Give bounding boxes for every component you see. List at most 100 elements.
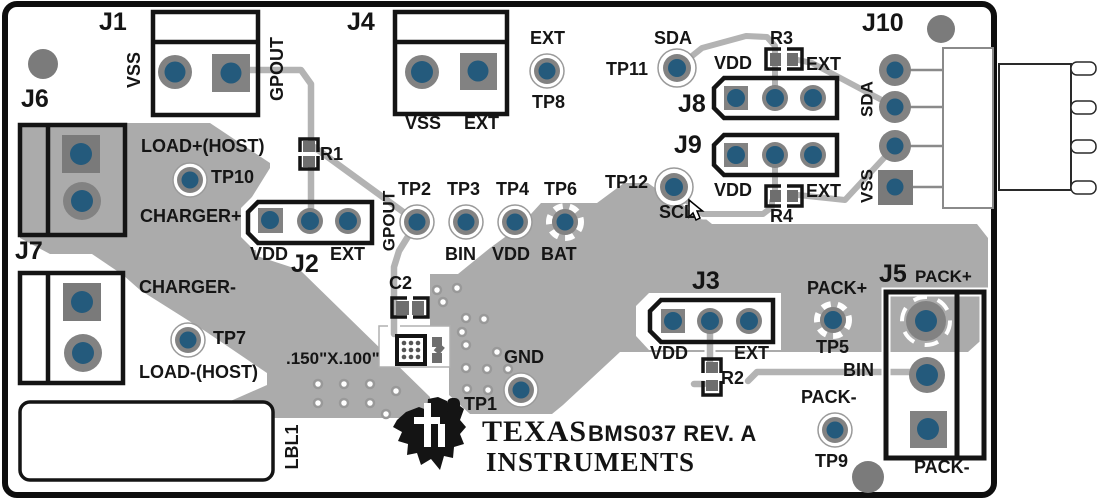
label-tp11-net: SDA	[654, 28, 693, 48]
testpoint-tp6	[546, 203, 584, 241]
label-footprint-note: .150"X.100"	[286, 349, 380, 368]
label-tp10: TP10	[211, 167, 255, 187]
label-tp6-net: BAT	[541, 244, 577, 264]
testpoint-tp8	[529, 53, 565, 89]
label-r3: R3	[770, 28, 794, 48]
label-j3: J3	[692, 267, 720, 295]
ic-footprint	[395, 334, 445, 366]
label-r1: R1	[320, 144, 344, 164]
label-j5-packminus: PACK-	[914, 457, 970, 477]
testpoint-tp12	[654, 167, 694, 207]
label-j9-ext: EXT	[806, 181, 842, 201]
label-tp3: TP3	[447, 179, 481, 199]
label-tp5-net: PACK+	[807, 278, 868, 298]
resistor-r1	[298, 137, 320, 171]
label-j5-packplus: PACK+	[915, 267, 972, 286]
testpoint-tp3	[448, 204, 484, 240]
testpoint-tp9	[817, 412, 853, 448]
mouse-cursor	[688, 198, 705, 222]
label-tp10-net-above: LOAD+(HOST)	[141, 136, 265, 156]
label-tp1: TP1	[464, 394, 498, 414]
label-j10-vss: VSS	[857, 168, 877, 204]
connector-j6	[17, 122, 128, 238]
label-tp7: TP7	[213, 328, 247, 348]
resistor-r4	[764, 184, 804, 208]
connector-j4	[392, 9, 510, 117]
label-tp7-net-below: LOAD-(HOST)	[139, 362, 258, 382]
brand-texas: TEXAS	[482, 415, 588, 448]
label-j8-vdd: VDD	[714, 53, 753, 73]
label-j5-bin: BIN	[843, 360, 874, 380]
label-tp6: TP6	[544, 179, 578, 199]
label-tp1-net: GND	[504, 347, 544, 367]
resistor-r2	[701, 357, 723, 397]
label-c2: C2	[389, 273, 413, 293]
label-tp8: TP8	[532, 92, 566, 112]
label-j9-vdd: VDD	[714, 180, 753, 200]
connector-j7	[17, 270, 126, 386]
connector-j1	[150, 9, 261, 118]
testpoint-tp4	[497, 204, 533, 240]
label-tp7-net-above: CHARGER-	[139, 277, 236, 297]
label-j2-ext: EXT	[330, 244, 366, 264]
label-area-lbl1	[18, 400, 275, 482]
label-tp5: TP5	[816, 337, 850, 357]
label-tp4-net: VDD	[492, 244, 531, 264]
label-tp11: TP11	[606, 59, 649, 79]
label-tp2-net: GPOUT	[379, 190, 399, 252]
board-rev-text: BMS037 REV. A	[588, 421, 757, 446]
via-field	[312, 282, 514, 420]
brand-instruments: INSTRUMENTS	[486, 447, 696, 477]
ti-logo: ti	[393, 397, 466, 470]
label-j2: J2	[291, 250, 319, 278]
trace-gpout	[234, 64, 423, 340]
label-j1-gpout: GPOUT	[267, 36, 287, 102]
mounting-hole-bottom-right	[852, 461, 884, 493]
testpoint-tp2	[399, 204, 435, 240]
resistor-r3	[764, 47, 804, 71]
copper-pour-left	[20, 123, 430, 418]
testpoint-tp7	[170, 322, 206, 358]
testpoint-tp10	[172, 162, 208, 198]
label-j4: J4	[347, 8, 375, 36]
label-tp3-net: BIN	[445, 244, 476, 264]
connector-j9	[711, 132, 840, 178]
label-j10: J10	[862, 9, 904, 37]
testpoint-tp5	[814, 301, 852, 339]
connector-j5	[881, 287, 989, 463]
label-tp8-net: EXT	[530, 28, 566, 48]
label-tp2: TP2	[398, 179, 432, 199]
connector-j8	[711, 75, 840, 121]
label-j4-ext: EXT	[464, 113, 500, 133]
testpoint-tp1	[503, 372, 539, 408]
label-tp12-net: SCL	[659, 202, 695, 222]
label-j9: J9	[674, 131, 702, 159]
label-j5: J5	[879, 260, 907, 288]
label-tp4: TP4	[496, 179, 530, 199]
label-j3-ext: EXT	[734, 343, 770, 363]
label-j4-vss: VSS	[405, 113, 442, 133]
label-tp10-net-below: CHARGER+	[140, 206, 242, 226]
label-r4: R4	[770, 206, 794, 226]
connector-j10	[878, 47, 1097, 209]
capacitor-c2	[390, 296, 430, 319]
connector-j2	[245, 199, 375, 246]
label-j10-sda: SDA	[857, 81, 877, 117]
label-r2: R2	[721, 368, 745, 388]
connector-j3	[647, 297, 776, 345]
label-j1: J1	[99, 8, 127, 36]
label-j3-vdd: VDD	[650, 343, 689, 363]
label-j8-ext: EXT	[806, 54, 842, 74]
label-tp9-net: PACK-	[801, 387, 857, 407]
label-tp9: TP9	[815, 451, 849, 471]
label-tp12: TP12	[605, 172, 649, 192]
label-lbl1: LBL1	[282, 424, 302, 470]
label-j2-vdd: VDD	[250, 244, 289, 264]
testpoint-tp11	[657, 48, 697, 88]
mounting-hole-top-left	[28, 49, 58, 79]
mounting-hole-top-right	[927, 15, 955, 43]
label-j8: J8	[678, 90, 706, 118]
label-j1-vss: VSS	[124, 51, 144, 89]
